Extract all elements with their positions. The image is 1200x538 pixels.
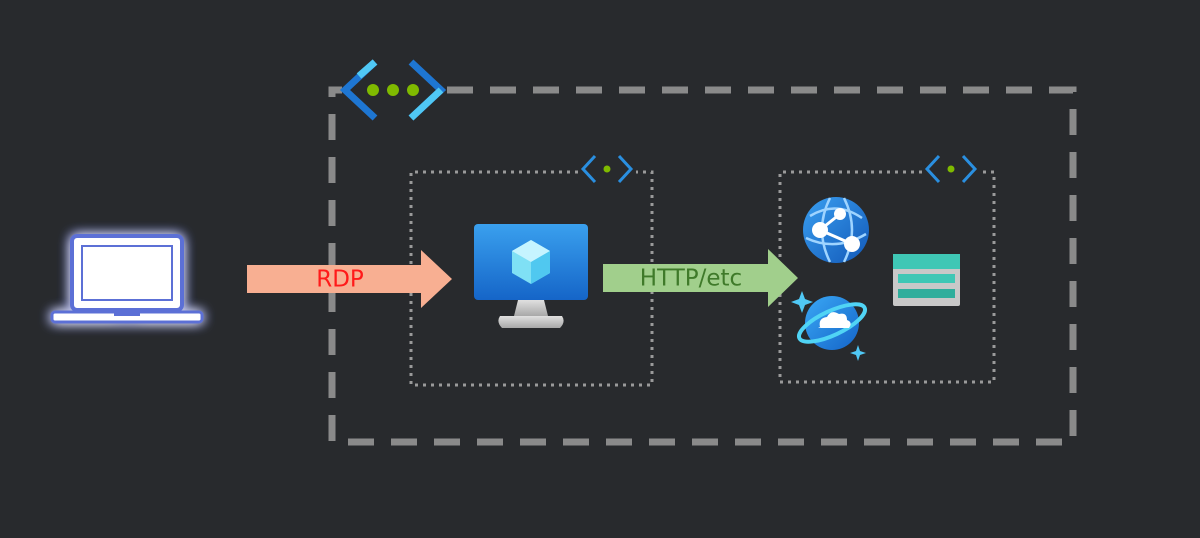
vnet-icon [339, 59, 447, 121]
subnet-icon [580, 154, 634, 184]
laptop-icon [50, 234, 204, 324]
rdp-label: RDP [316, 267, 364, 293]
virtual-network-boundary [328, 86, 1077, 446]
services-subnet-boundary [778, 170, 996, 384]
virtual-machine-icon [474, 224, 588, 328]
storage-account-icon [893, 254, 960, 306]
http-label: HTTP/etc [640, 266, 742, 292]
cosmos-db-icon [791, 291, 868, 361]
app-service-icon [803, 197, 869, 263]
subnet-icon [924, 154, 978, 184]
rdp-arrow: RDP [247, 250, 452, 308]
http-arrow: HTTP/etc [603, 249, 798, 307]
